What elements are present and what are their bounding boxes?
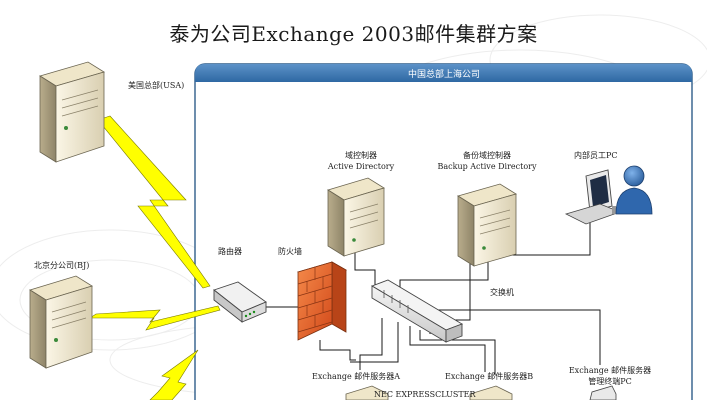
domain-controller-icon[interactable]	[327, 177, 385, 257]
backup-dc-label-title: 备份域控制器	[463, 151, 511, 160]
dc-label-sub: Active Directory	[327, 162, 395, 171]
management-pc-icon[interactable]	[589, 385, 617, 400]
usa-server-label: 美国总部(USA)	[128, 81, 185, 90]
user-icon	[615, 165, 653, 215]
bj-server-label: 北京分公司(BJ)	[34, 261, 90, 270]
exchange-server-b-icon[interactable]	[469, 385, 513, 400]
wan-link-bj	[89, 305, 221, 331]
server-b-label: Exchange 邮件服务器B	[445, 372, 534, 381]
pc-label: 内部员工PC	[574, 151, 618, 160]
switch-icon[interactable]	[370, 279, 464, 343]
firewall-icon[interactable]	[296, 261, 348, 341]
backup-dc-label-sub: Backup Active Directory	[437, 162, 537, 171]
wan-link-usa	[97, 115, 211, 289]
wan-link-bottom	[149, 349, 199, 400]
bj-server-icon[interactable]	[29, 275, 93, 369]
dc-label-title: 域控制器	[345, 151, 377, 160]
internal-pc-icon[interactable]	[564, 169, 622, 225]
mgmt-pc-label-line1: Exchange 邮件服务器	[568, 366, 652, 375]
page-title: 泰为公司Exchange 2003邮件集群方案	[169, 22, 538, 46]
cluster-label: NEC EXPRESSCLUSTER	[374, 390, 476, 399]
connections	[262, 222, 601, 375]
mgmt-pc-label-line2: 管理终端PC	[588, 377, 632, 386]
router-icon[interactable]	[213, 281, 267, 323]
hq-container	[194, 63, 693, 400]
hq-header-title: 中国总部上海公司	[407, 70, 480, 80]
usa-server-icon[interactable]	[39, 61, 105, 163]
exchange-server-a-icon[interactable]	[345, 385, 389, 400]
backup-domain-controller-icon[interactable]	[457, 183, 517, 267]
router-label: 路由器	[218, 247, 242, 256]
switch-label: 交换机	[490, 288, 514, 297]
server-a-label: Exchange 邮件服务器A	[312, 372, 401, 381]
firewall-label: 防火墙	[278, 247, 302, 256]
